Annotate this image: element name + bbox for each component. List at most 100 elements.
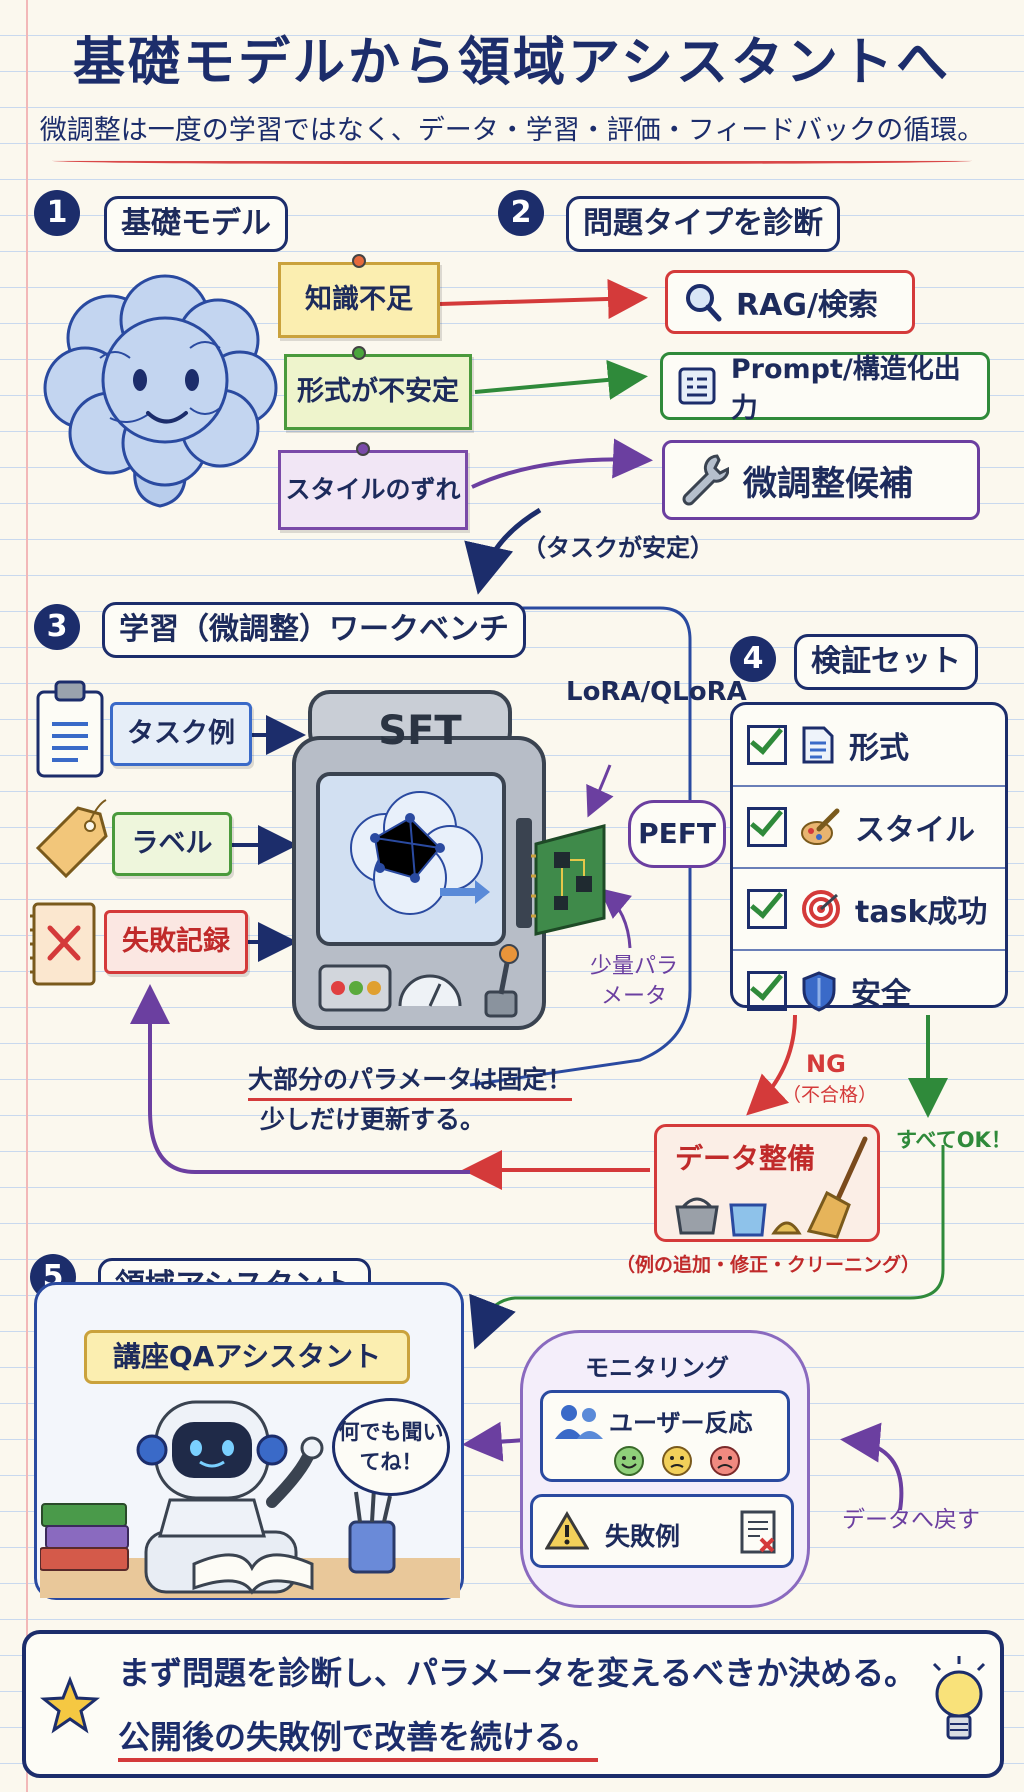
- pin-icon: [356, 442, 370, 456]
- neutral-face-icon: [662, 1446, 692, 1476]
- speech-bubble: 何でも聞いてね！: [332, 1398, 450, 1496]
- check-safety-row: 安全: [733, 951, 1005, 1031]
- arrow-ng: [746, 1014, 797, 1116]
- checkbox-checked-icon: [747, 807, 787, 847]
- page-title: 基礎モデルから領域アシスタントへ: [73, 33, 951, 93]
- document-icon: [802, 726, 834, 764]
- check-style-row: スタイル: [733, 787, 1005, 869]
- arrow-style-to-finetune: [471, 438, 653, 489]
- summary-line-2: 公開後の失敗例で改善を続ける。: [118, 1712, 599, 1762]
- user-feedback-label: ユーザー反応: [609, 1409, 753, 1437]
- solution-finetune-label: 微調整候補: [743, 463, 913, 504]
- few-params-label: 少量パラメータ: [589, 954, 678, 1009]
- task-stable-label: （タスクが安定）: [522, 534, 714, 562]
- arrow-format-to-prompt: [474, 359, 648, 400]
- checkbox-checked-icon: [747, 971, 787, 1011]
- clipboard-icon: [36, 680, 104, 778]
- data-prep-sub-label: （例の追加・修正・クリーニング）: [616, 1254, 921, 1276]
- all-ok-label: すべてOK！: [896, 1128, 1012, 1152]
- validation-checklist: 形式 スタイル task成功 安全: [730, 702, 1008, 1012]
- workbench-border: [469, 606, 692, 1087]
- document-form-icon: [678, 367, 716, 405]
- pin-icon: [352, 254, 366, 268]
- wrench-icon: [682, 454, 729, 506]
- step-2-number: 2: [498, 190, 544, 236]
- magnifier-icon: [686, 284, 722, 322]
- update-little-note: 少しだけ更新する。: [260, 1105, 486, 1134]
- warning-icon: [545, 1511, 589, 1550]
- brain-icon: [43, 274, 278, 508]
- users-icon: [555, 1405, 603, 1439]
- solution-prompt-label: Prompt/構造化出力: [730, 354, 961, 424]
- summary-box: まず問題を診断し、パラメータを変えるべきか決める。 公開後の失敗例で改善を続ける…: [22, 1630, 1004, 1778]
- star-icon: [40, 1676, 100, 1734]
- problem-style-note: スタイルのずれ: [278, 450, 468, 530]
- paintbrush-icon: [801, 808, 840, 845]
- sft-label: SFT: [378, 708, 462, 754]
- arrow-knowledge-to-rag: [439, 278, 648, 319]
- cleaning-tools-icon: [675, 1197, 802, 1237]
- checkbox-checked-icon: [747, 889, 787, 929]
- step-3-number: 3: [34, 604, 80, 650]
- page-subtitle: 微調整は一度の学習ではなく、データ・学習・評価・フィードバックの循環。: [39, 115, 985, 146]
- check-format-label: 形式: [849, 731, 909, 766]
- check-safety-label: 安全: [851, 977, 911, 1012]
- check-format-row: 形式: [733, 705, 1005, 787]
- checkbox-checked-icon: [747, 725, 787, 765]
- feedback-faces: [614, 1446, 740, 1476]
- solution-finetune-box: 微調整候補: [662, 440, 980, 520]
- problem-knowledge-note: 知識不足: [278, 262, 440, 338]
- pin-icon: [352, 346, 366, 360]
- input-labels-note: ラベル: [112, 812, 232, 876]
- solution-rag-label: RAG/検索: [736, 288, 878, 323]
- peft-bubble: PEFT: [628, 800, 726, 868]
- arrow-to-workbench: [464, 507, 542, 595]
- sft-machine: [292, 690, 546, 1030]
- lora-label: LoRA/QLoRA: [566, 677, 747, 707]
- arrow-few-params: [599, 888, 633, 949]
- failures-card: 失敗例: [530, 1494, 794, 1568]
- ng-sub-label: （不合格）: [782, 1084, 878, 1106]
- step-4-number: 4: [730, 636, 776, 682]
- failed-document-icon: [740, 1510, 776, 1554]
- arrow-monitor-to-assistant: [462, 1421, 526, 1462]
- step-1-header: 基礎モデル: [104, 196, 288, 252]
- circuit-board-icon: [531, 824, 606, 936]
- robot-assistant-illustration: [40, 1400, 460, 1598]
- step-2-header: 問題タイプを診断: [566, 196, 840, 252]
- assistant-name-banner: 講座QAアシスタント: [84, 1330, 410, 1384]
- arrow-back-to-data: [840, 1422, 904, 1511]
- data-prep-box: データ整備: [654, 1124, 880, 1242]
- step-3-header: 学習（微調整）ワークベンチ: [102, 602, 526, 658]
- input-examples-note: タスク例: [110, 702, 252, 766]
- input-failures-note: 失敗記録: [104, 910, 248, 974]
- step-4-header: 検証セット: [794, 634, 978, 690]
- summary-line-1: まず問題を診断し、パラメータを変えるべきか決める。: [118, 1654, 917, 1692]
- ng-label: NG: [806, 1050, 846, 1078]
- lightbulb-icon: [932, 1656, 986, 1740]
- arrow-into-assistant: [469, 1293, 516, 1350]
- check-task-row: task成功: [733, 869, 1005, 951]
- happy-face-icon: [614, 1446, 644, 1476]
- failures-label: 失敗例: [605, 1522, 681, 1551]
- check-task-label: task成功: [855, 895, 988, 930]
- arrow-lora: [586, 764, 614, 818]
- broom-icon: [807, 1136, 868, 1239]
- solution-prompt-box: Prompt/構造化出力: [660, 352, 990, 424]
- step-1-number: 1: [34, 190, 80, 236]
- monitoring-title: モニタリング: [585, 1354, 729, 1382]
- tag-icon: [35, 799, 108, 879]
- back-to-data-label: データへ戻す: [842, 1507, 980, 1533]
- subtitle-underline: [52, 156, 972, 164]
- frozen-params-note: 大部分のパラメータは固定！: [248, 1060, 573, 1101]
- target-icon: [802, 890, 840, 928]
- failure-log-icon: [30, 902, 96, 986]
- sad-face-icon: [710, 1446, 740, 1476]
- arrow-loop-back: [130, 984, 470, 1174]
- problem-format-note: 形式が不安定: [284, 354, 472, 430]
- solution-rag-box: RAG/検索: [665, 270, 915, 334]
- data-prep-label: データ整備: [675, 1142, 816, 1175]
- check-style-label: スタイル: [855, 813, 975, 848]
- shield-icon: [802, 971, 836, 1012]
